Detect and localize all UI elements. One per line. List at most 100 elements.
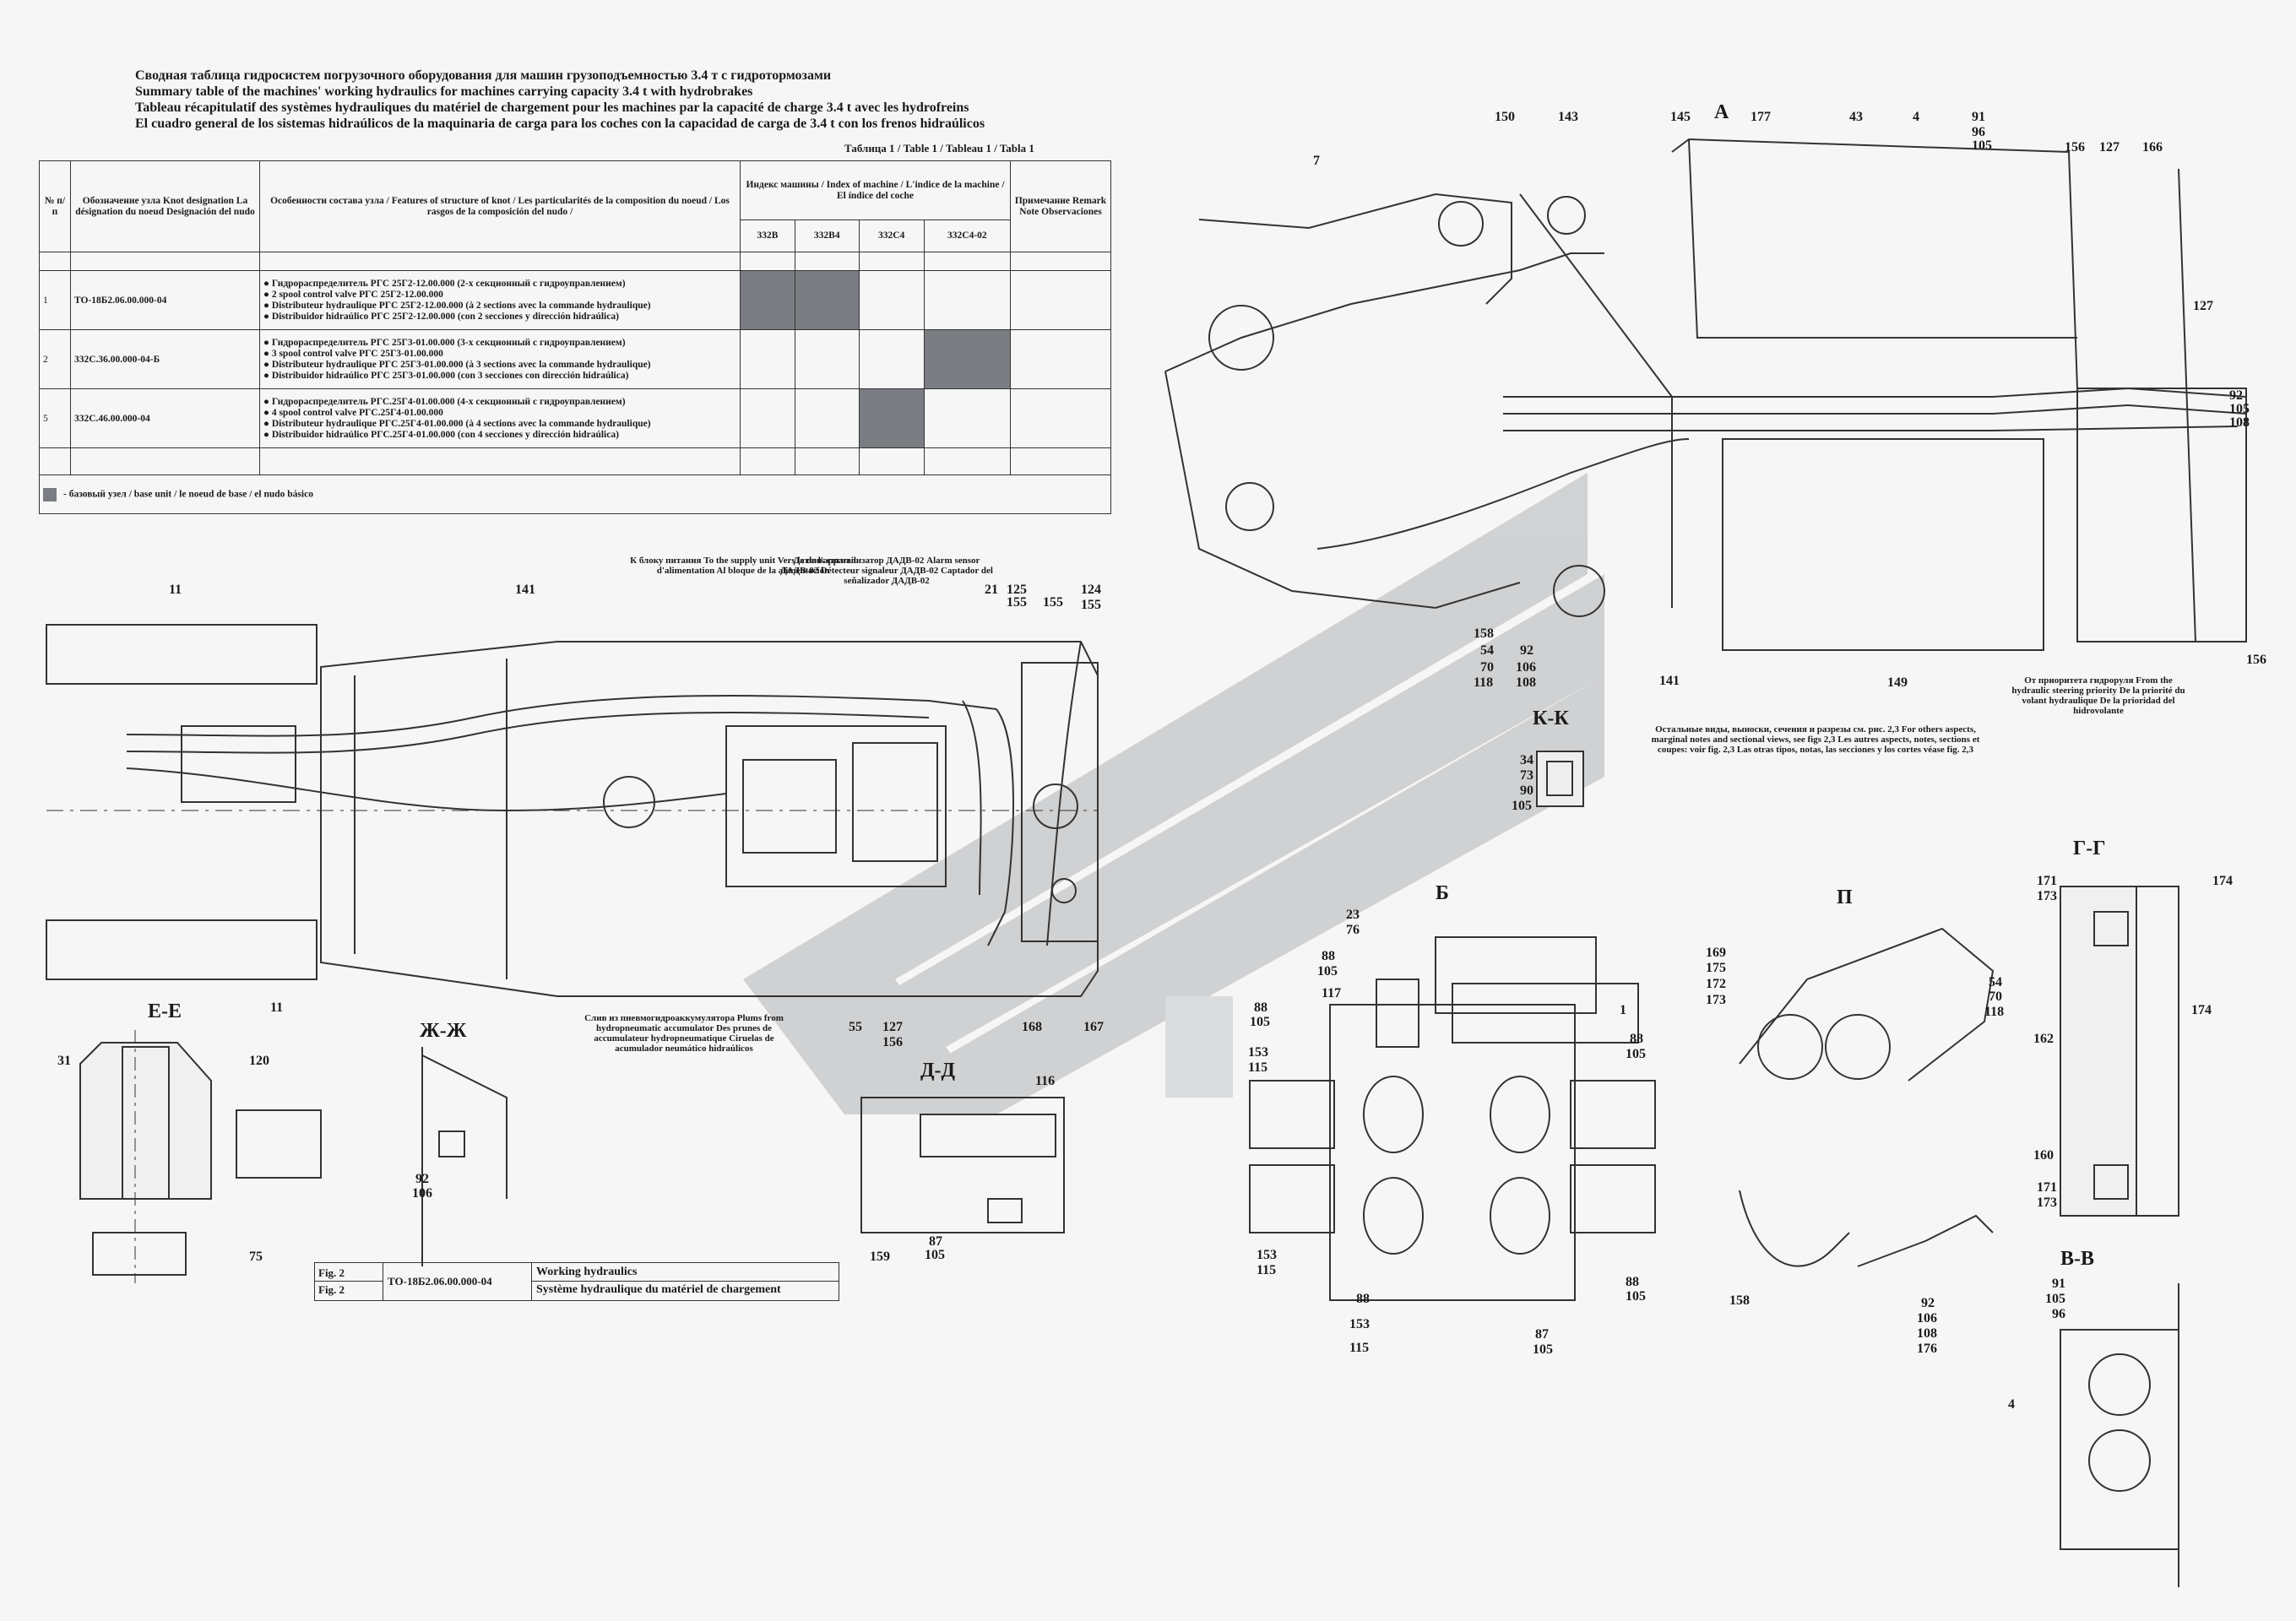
callout-label: 108 xyxy=(2229,415,2250,430)
callout-label: 31 xyxy=(57,1054,71,1068)
callout-label: 174 xyxy=(2191,1003,2212,1017)
callout-label: 1 xyxy=(1620,1003,1626,1017)
callout-label: 96 xyxy=(2052,1307,2065,1321)
feature-line: ● Гидрораспределитель РГС 25Г2-12.00.000… xyxy=(263,278,626,289)
feature-line: ● Distributeur hydraulique РГС.25Г4-01.0… xyxy=(263,418,651,429)
machine-332s4-02: 332С4-02 xyxy=(923,220,1012,252)
callout-label: 115 xyxy=(1248,1060,1268,1075)
section-title-gg: Г-Г xyxy=(2073,838,2106,859)
callout-label: 92 xyxy=(1520,643,1533,658)
callout-label: 171 xyxy=(2037,874,2057,888)
callout-label: 120 xyxy=(249,1054,269,1068)
callout-label: 105 xyxy=(1626,1047,1646,1061)
callout-label: 172 xyxy=(1706,977,1726,991)
header-line-fr: Tableau récapitulatif des systèmes hydra… xyxy=(135,100,969,115)
callout-label: 88 xyxy=(1254,1000,1267,1015)
callout-label: 108 xyxy=(1917,1326,1937,1341)
callout-label: 11 xyxy=(169,583,182,597)
callout-label: 92 xyxy=(2229,388,2243,403)
section-dd-drawing xyxy=(860,1097,1065,1233)
table-caption: Таблица 1 / Table 1 / Tableau 1 / Tabla … xyxy=(844,142,1034,155)
view-title-a: А xyxy=(1714,101,1729,123)
feature-line: ● 2 spool control valve РГС 25Г2-12.00.0… xyxy=(263,289,443,300)
col-features-header: Особенности состава узла / Features of s… xyxy=(259,160,741,252)
callout-label: 153 xyxy=(1248,1045,1268,1060)
row-knot: 332С.36.00.000-04-Б xyxy=(70,329,260,389)
callout-label: 160 xyxy=(2033,1148,2054,1163)
callout-label: 159 xyxy=(870,1250,890,1264)
callout-label: 118 xyxy=(1474,675,1494,690)
callout-label: 105 xyxy=(1972,138,1992,153)
machine-332v4: 332В4 xyxy=(794,220,860,252)
callout-label: 156 xyxy=(2065,140,2085,155)
callout-label: 155 xyxy=(1007,595,1027,610)
callout-label: 73 xyxy=(1520,768,1533,783)
row-no: 5 xyxy=(39,388,71,448)
other-views-note: Остальные виды, выноски, сечения и разре… xyxy=(1651,724,1980,755)
callout-label: 173 xyxy=(1706,993,1726,1007)
base-unit-mark xyxy=(740,270,795,330)
callout-label: 175 xyxy=(1706,961,1726,975)
callout-label: 90 xyxy=(1520,783,1533,798)
callout-label: 173 xyxy=(2037,1195,2057,1210)
callout-label: 7 xyxy=(1313,154,1320,168)
loader-top-view xyxy=(46,624,1099,997)
legend-swatch xyxy=(43,487,57,501)
callout-label: 4 xyxy=(2008,1397,2015,1412)
table-row: 5 332С.46.00.000-04 ● Гидрораспределител… xyxy=(39,388,1111,448)
col-index-header: Индекс машины / Index of machine / L'ind… xyxy=(740,160,1011,220)
header-line-es: El cuadro general de los sistemas hidraú… xyxy=(135,117,985,131)
section-zhzh-drawing xyxy=(421,1047,508,1266)
table-row: 1 ТО-18Б2.06.00.000-04 ● Гидрораспредели… xyxy=(39,270,1111,330)
callout-label: 91 xyxy=(2052,1277,2065,1291)
callout-label: 88 xyxy=(1630,1032,1643,1046)
feature-line: ● Distribuidor hidraúlico РГС.25Г4-01.00… xyxy=(263,429,619,440)
feature-line: ● Distribuidor hidraúlico РГС 25Г2-12.00… xyxy=(263,311,619,322)
table-legend: - базовый узел / base unit / le noeud de… xyxy=(39,474,1111,514)
table-row: 2 332С.36.00.000-04-Б ● Гидрораспределит… xyxy=(39,329,1111,389)
callout-label: 105 xyxy=(1317,964,1338,979)
callout-label: 158 xyxy=(1474,626,1494,641)
row-knot: ТО-18Б2.06.00.000-04 xyxy=(70,270,260,330)
machine-332v: 332В xyxy=(740,220,795,252)
stamp-title-fr: Système hydraulique du matériel de charg… xyxy=(536,1283,781,1296)
row-features: ● Гидрораспределитель РГС 25Г2-12.00.000… xyxy=(259,270,741,330)
header-line-ru: Сводная таблица гидросистем погрузочного… xyxy=(135,68,832,83)
row-no: 1 xyxy=(39,270,71,330)
section-title-ee: Е-Е xyxy=(148,1000,182,1022)
callout-label: 145 xyxy=(1670,110,1691,124)
feature-line: ● Distribuidor hidraúlico РГС 25Г3-01.00… xyxy=(263,370,629,381)
section-title-zhzh: Ж-Ж xyxy=(420,1020,467,1042)
callout-label: 88 xyxy=(1626,1275,1639,1289)
callout-label: 143 xyxy=(1558,110,1578,124)
row-knot: 332С.46.00.000-04 xyxy=(70,388,260,448)
callout-label: 92 xyxy=(1921,1296,1935,1310)
callout-label: 105 xyxy=(1533,1342,1553,1357)
callout-label: 167 xyxy=(1083,1020,1104,1034)
callout-label: 96 xyxy=(1972,125,1985,139)
callout-label: 21 xyxy=(985,583,998,597)
callout-label: 174 xyxy=(2212,874,2233,888)
view-b-valve xyxy=(1249,936,1656,1301)
callout-label: 23 xyxy=(1346,908,1360,922)
callout-label: 116 xyxy=(1035,1074,1056,1088)
callout-label: 54 xyxy=(1480,643,1494,658)
section-gg-drawing xyxy=(2060,886,2179,1217)
callout-label: 155 xyxy=(1081,598,1101,612)
callout-label: 87 xyxy=(1535,1327,1549,1342)
accumulator-note: Слив из пневмогидроаккумулятора Plums fr… xyxy=(584,1013,784,1054)
callout-label: 156 xyxy=(882,1035,903,1049)
section-title-dd: Д-Д xyxy=(920,1060,956,1082)
callout-label: 87 xyxy=(929,1234,942,1249)
callout-label: 158 xyxy=(1729,1293,1750,1308)
callout-label: 169 xyxy=(1706,946,1726,960)
callout-label: 91 xyxy=(1972,110,1985,124)
row-no: 2 xyxy=(39,329,71,389)
callout-label: 141 xyxy=(515,583,535,597)
base-unit-mark xyxy=(794,270,860,330)
section-ee-drawing xyxy=(79,1030,322,1283)
loader-side-view xyxy=(1164,138,2247,651)
callout-label: 156 xyxy=(2246,653,2266,667)
callout-label: 54 xyxy=(1989,975,2002,989)
feature-line: ● 4 spool control valve РГС.25Г4-01.00.0… xyxy=(263,407,443,418)
